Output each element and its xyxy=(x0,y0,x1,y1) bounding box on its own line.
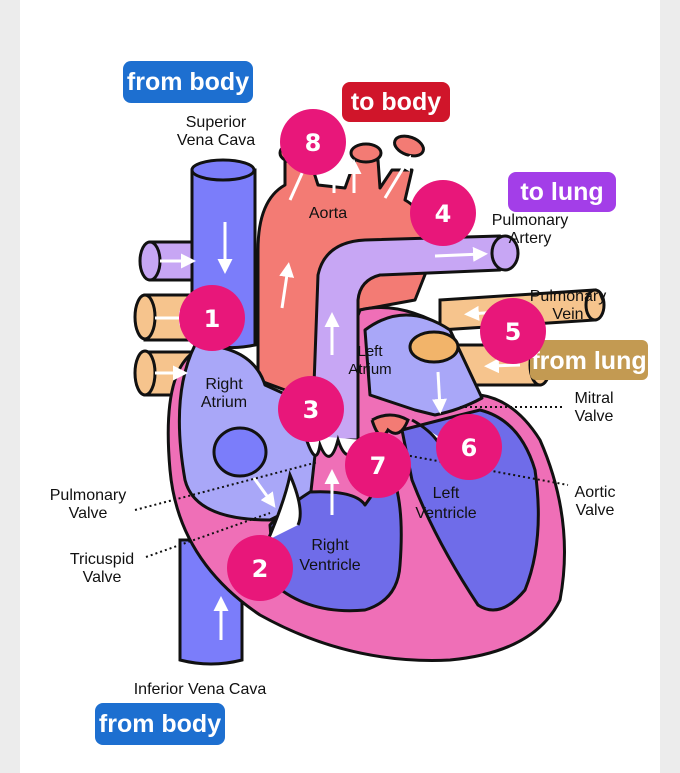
step-marker-3-text: 3 xyxy=(303,396,320,424)
step-marker-5-text: 5 xyxy=(505,318,522,346)
tag-from-lung-text: from lung xyxy=(531,347,646,375)
label-right-atrium-line2: Atrium xyxy=(201,394,247,411)
label-pulmonary-valve-line1: Pulmonary xyxy=(50,487,126,504)
right-ventricle xyxy=(268,468,403,613)
right-atrium xyxy=(177,343,322,522)
label-inferior-vena-cava: Inferior Vena Cava xyxy=(134,681,267,698)
step-marker-6-text: 6 xyxy=(461,434,478,462)
step-marker-3: 3 xyxy=(278,376,344,442)
pulmonary-artery xyxy=(310,234,520,442)
diagram-card: Superior Vena Cava Aorta Pulmonary Arter… xyxy=(20,0,660,773)
left-atrium xyxy=(363,313,484,417)
label-right-ventricle-line1: Right xyxy=(311,537,349,554)
tag-from-body-top: from body xyxy=(123,61,253,103)
step-marker-1: 1 xyxy=(179,285,245,351)
tricuspid-valve xyxy=(266,469,302,541)
label-left-ventricle-line1: Left xyxy=(433,485,460,502)
step-marker-2: 2 xyxy=(227,535,293,601)
label-superior-vena-cava-line2: Vena Cava xyxy=(177,132,255,149)
leader-lines xyxy=(134,406,569,558)
label-pulmonary-vein-line2: Vein xyxy=(552,306,583,323)
tag-from-body-top-text: from body xyxy=(127,68,249,96)
step-marker-8: 8 xyxy=(280,109,346,175)
step-marker-6: 6 xyxy=(436,414,502,480)
step-marker-4-text: 4 xyxy=(435,200,452,228)
label-pulmonary-artery-line1: Pulmonary xyxy=(492,212,568,229)
step-marker-2-text: 2 xyxy=(252,555,269,583)
step-marker-1-text: 1 xyxy=(204,305,221,333)
label-mitral-valve-line2: Valve xyxy=(575,408,614,425)
label-left-ventricle-line2: Ventricle xyxy=(415,505,476,522)
label-right-ventricle-line2: Ventricle xyxy=(299,557,360,574)
step-marker-4: 4 xyxy=(410,180,476,246)
label-pulmonary-vein-line1: Pulmonary xyxy=(530,288,606,305)
tag-to-lung-text: to lung xyxy=(520,178,603,206)
heart-diagram: Superior Vena Cava Aorta Pulmonary Arter… xyxy=(50,61,648,745)
label-aortic-valve-line2: Valve xyxy=(576,502,615,519)
label-pulmonary-artery-line2: Artery xyxy=(509,230,552,247)
tag-from-body-bottom-text: from body xyxy=(99,710,221,738)
label-right-atrium-line1: Right xyxy=(205,376,243,393)
flow-arrows xyxy=(155,154,521,640)
step-marker-7-text: 7 xyxy=(370,452,387,480)
label-tricuspid-valve-line1: Tricuspid xyxy=(70,551,134,568)
tag-from-body-bottom: from body xyxy=(95,703,225,745)
label-pulmonary-valve-line2: Valve xyxy=(69,505,108,522)
step-marker-5: 5 xyxy=(480,298,546,364)
tag-to-body-text: to body xyxy=(351,88,441,116)
step-marker-7: 7 xyxy=(345,432,411,498)
label-aorta: Aorta xyxy=(309,205,347,222)
label-left-atrium-line1: Left xyxy=(357,343,383,360)
label-aortic-valve-line1: Aortic xyxy=(575,484,616,501)
tag-to-lung: to lung xyxy=(508,172,616,212)
label-superior-vena-cava-line1: Superior xyxy=(186,114,247,131)
label-left-atrium-line2: Atrium xyxy=(348,361,391,378)
tag-to-body: to body xyxy=(342,82,450,122)
label-mitral-valve-line1: Mitral xyxy=(574,390,613,407)
label-tricuspid-valve-line2: Valve xyxy=(83,569,122,586)
step-marker-8-text: 8 xyxy=(305,129,322,157)
tag-from-lung: from lung xyxy=(530,340,648,380)
